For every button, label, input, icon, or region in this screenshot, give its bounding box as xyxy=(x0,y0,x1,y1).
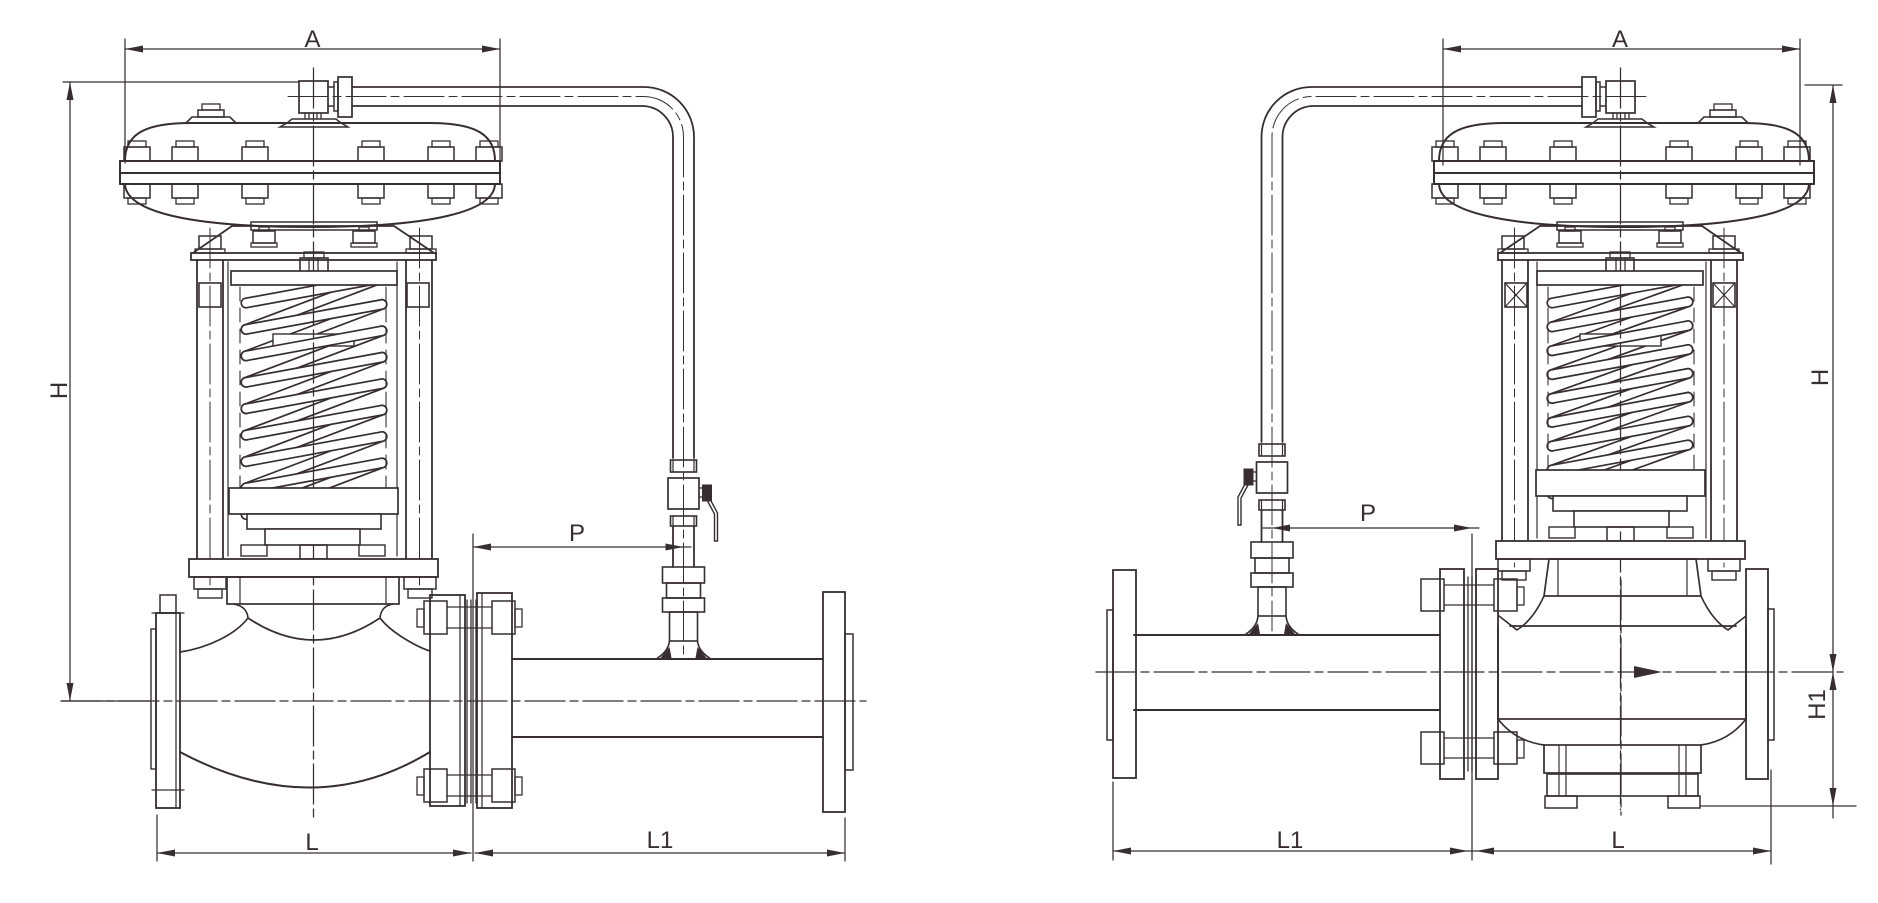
svg-text:A: A xyxy=(1612,26,1628,53)
svg-text:P: P xyxy=(1360,500,1376,527)
svg-text:P: P xyxy=(569,520,585,547)
svg-text:A: A xyxy=(304,26,320,53)
svg-text:L1: L1 xyxy=(1277,827,1304,854)
svg-text:H: H xyxy=(1807,369,1834,386)
svg-text:L: L xyxy=(305,829,318,856)
svg-text:H1: H1 xyxy=(1804,689,1831,720)
svg-text:L1: L1 xyxy=(647,827,674,854)
svg-text:H: H xyxy=(46,382,73,399)
svg-text:L: L xyxy=(1611,827,1624,854)
